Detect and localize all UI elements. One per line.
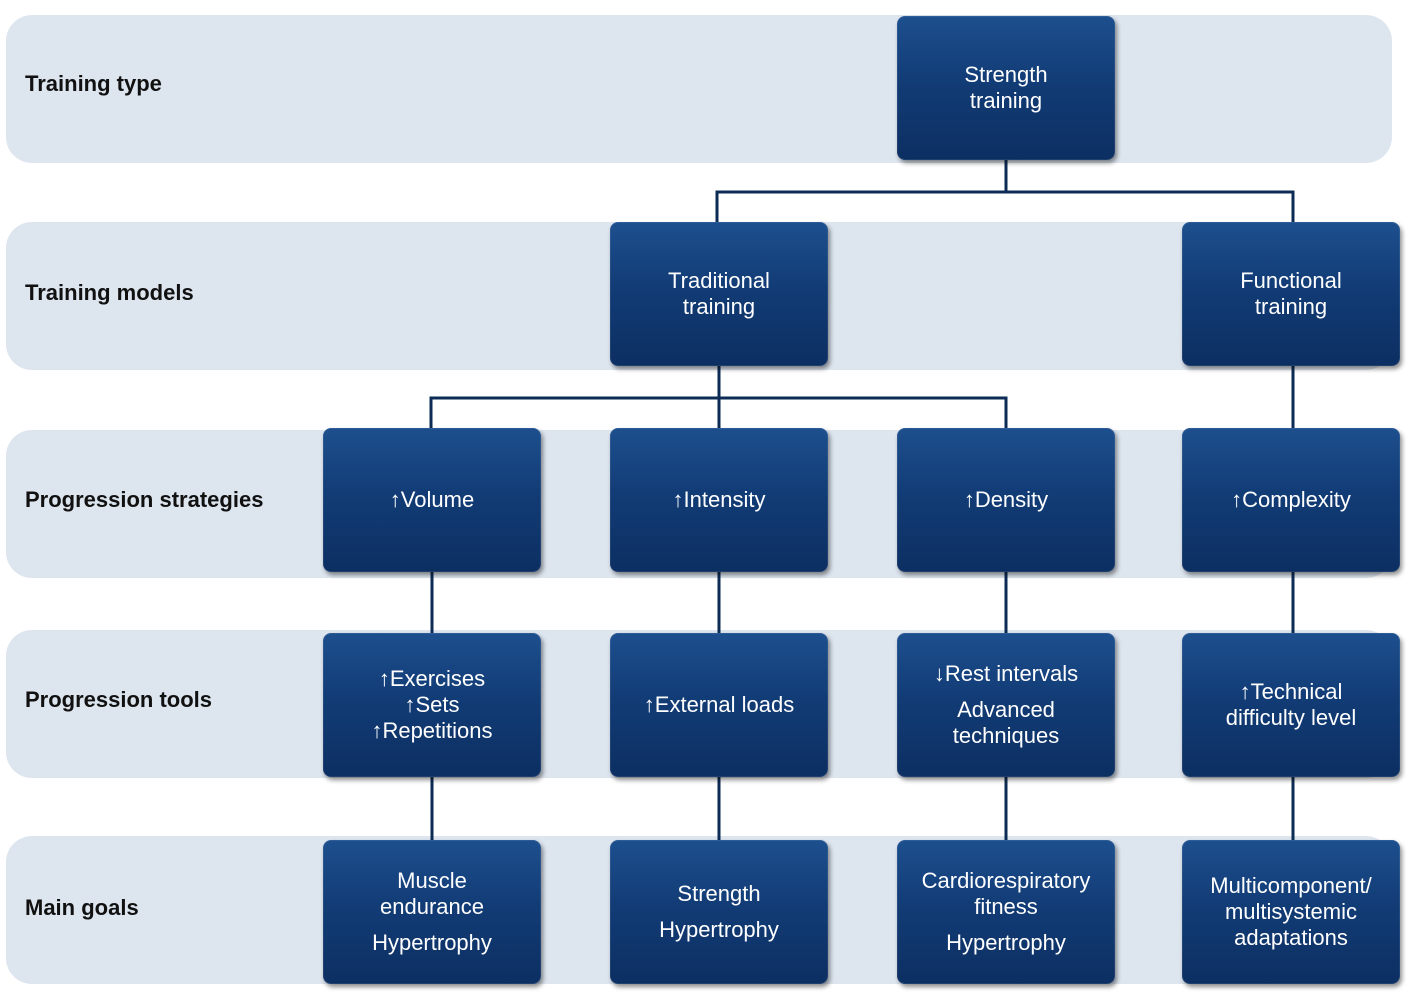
node-text: ↑Technical (1239, 679, 1343, 704)
node-complexity-tools: ↑Technical difficulty level (1182, 633, 1400, 777)
node-text: multisystemic (1224, 899, 1357, 924)
row-label-progression-strategies: Progression strategies (25, 487, 264, 512)
node-complexity: ↑Complexity (1182, 428, 1400, 572)
node-text: training (682, 294, 756, 319)
node-density-tools: ↓Rest intervals Advanced techniques (897, 633, 1115, 777)
node-traditional-training: Traditional training (610, 222, 828, 366)
node-text: ↑Exercises (378, 666, 486, 691)
node-functional-training: Functional training (1182, 222, 1400, 366)
node-volume-tools: ↑Exercises ↑Sets ↑Repetitions (323, 633, 541, 777)
row-band-training-type (6, 15, 1392, 163)
node-text: Hypertrophy (372, 930, 492, 955)
node-text: ↑Volume (389, 487, 475, 512)
node-text: fitness (974, 894, 1038, 919)
node-text: ↑Intensity (672, 487, 766, 512)
node-text: endurance (380, 894, 484, 919)
node-intensity: ↑Intensity (610, 428, 828, 572)
node-text: ↑External loads (643, 692, 795, 717)
node-text: Strength (677, 881, 761, 906)
node-text: Functional (1240, 268, 1342, 293)
node-text: ↓Rest intervals (933, 661, 1079, 686)
node-text: training (969, 88, 1043, 113)
node-text: adaptations (1234, 925, 1348, 950)
node-text: Hypertrophy (659, 917, 779, 942)
node-text: Advanced (957, 697, 1055, 722)
node-text: difficulty level (1225, 705, 1357, 730)
node-density-goals: Cardiorespiratory fitness Hypertrophy (897, 840, 1115, 984)
node-volume-goals: Muscle endurance Hypertrophy (323, 840, 541, 984)
row-label-training-models: Training models (25, 280, 194, 305)
node-text: techniques (952, 723, 1060, 748)
node-text: Multicomponent/ (1210, 873, 1372, 898)
node-density: ↑Density (897, 428, 1115, 572)
node-text: Muscle (397, 868, 467, 893)
row-label-training-type: Training type (25, 71, 162, 96)
node-text: ↑Density (963, 487, 1049, 512)
node-text: ↑Repetitions (371, 718, 493, 743)
node-text: ↑Complexity (1231, 487, 1351, 512)
node-intensity-tools: ↑External loads (610, 633, 828, 777)
node-text: ↑Sets (404, 692, 460, 717)
node-text: training (1254, 294, 1328, 319)
node-intensity-goals: Strength Hypertrophy (610, 840, 828, 984)
node-text: Strength (964, 62, 1048, 87)
node-complexity-goals: Multicomponent/ multisystemic adaptation… (1182, 840, 1400, 984)
node-text: Cardiorespiratory (921, 868, 1091, 893)
row-label-progression-tools: Progression tools (25, 687, 213, 712)
row-label-main-goals: Main goals (25, 895, 139, 920)
node-strength-training: Strength training (897, 16, 1115, 160)
node-text: Traditional (668, 268, 770, 293)
node-volume: ↑Volume (323, 428, 541, 572)
node-text: Hypertrophy (946, 930, 1066, 955)
